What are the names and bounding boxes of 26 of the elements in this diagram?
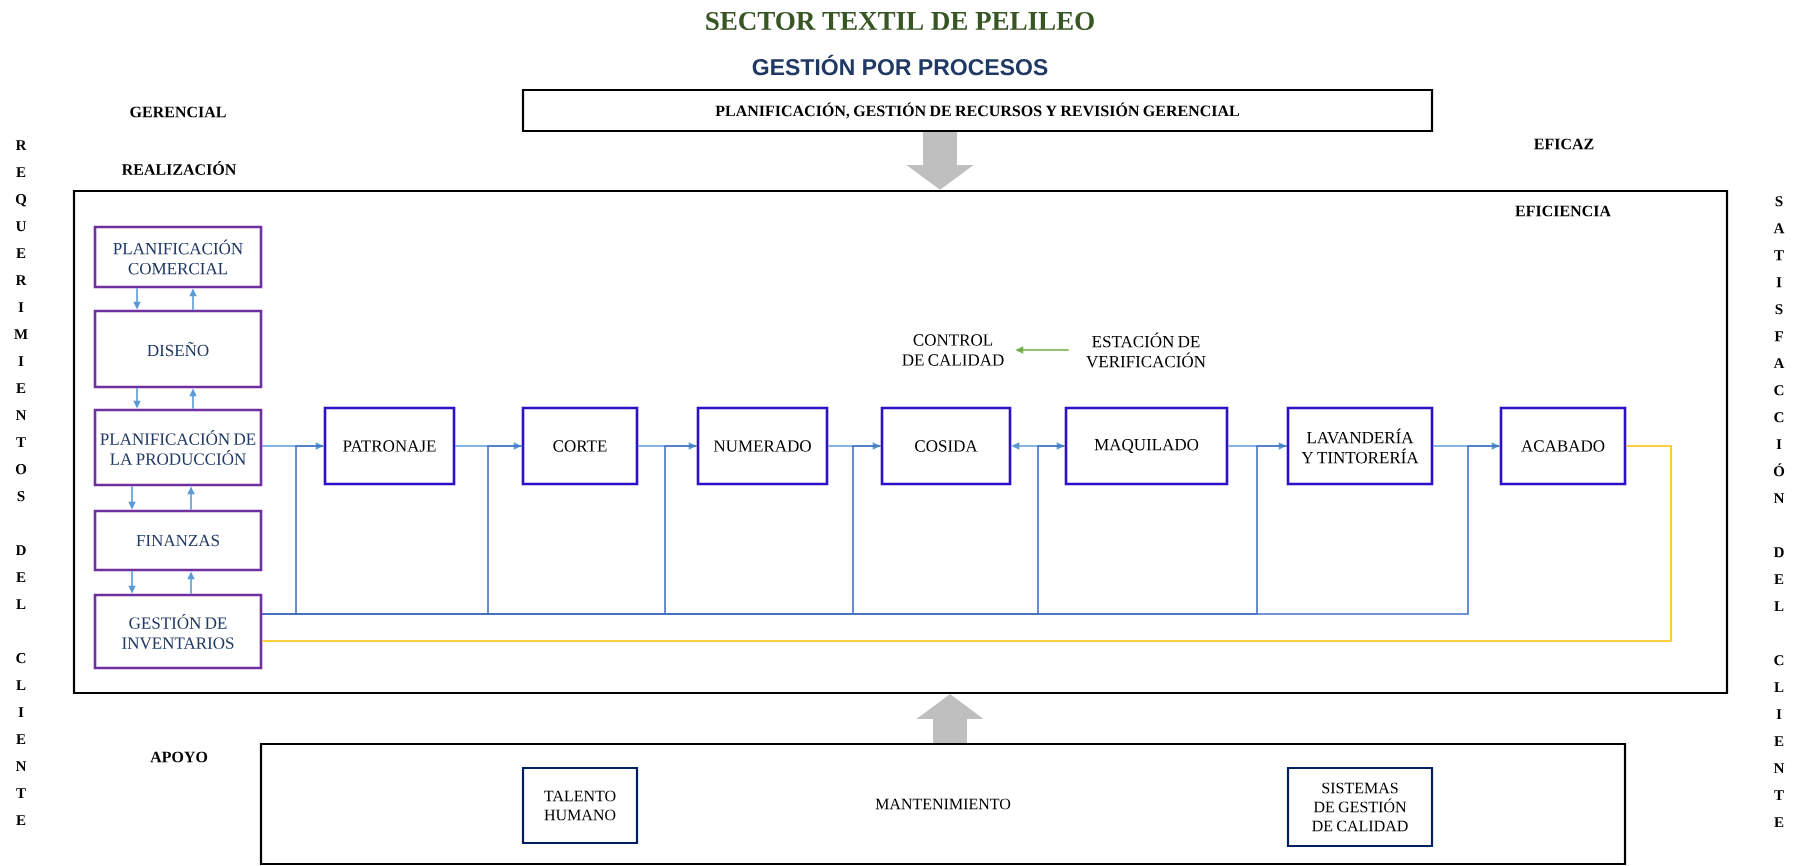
process-box: COSIDA [880,406,1012,486]
process-box: NUMERADO [696,406,829,486]
section-label: EFICAZ [1534,138,1594,150]
process-box: TALENTO HUMANO [521,766,639,845]
process-box: SISTEMAS DE GESTIÓN DE CALIDAD [1286,766,1434,848]
process-box: ACABADO [1499,406,1627,486]
section-label: APOYO [150,751,208,763]
process-box: FINANZAS [93,509,263,572]
process-box: CORTE [521,406,639,486]
connector-line [261,445,1501,615]
process-box: PLANIFICACIÓN, GESTIÓN DE RECURSOS Y REVISIÓN GERENCIAL [521,88,1434,133]
process-box: PATRONAJE [323,406,456,486]
vertical-label: SATISFACCIÓN DEL CLIENTE [1773,196,1785,828]
connector-line [261,445,1672,642]
vertical-label: REQUERIMIENTOS DEL CLIENTE [14,140,28,825]
section-label: GERENCIAL [130,106,226,118]
process-box: PLANIFICACIÓN DE LA PRODUCCIÓN [93,408,263,487]
section-label: REALIZACIÓN [121,161,237,175]
process-box: GESTIÓN DE INVENTARIOS [93,593,263,670]
title: SECTOR TEXTIL DE PELILEO [706,11,1094,31]
process-box: DISEÑO [93,309,263,389]
process-box: PLANIFICACIÓN COMERCIAL [93,225,263,289]
process-text: CONTROL DE CALIDAD [902,334,1004,366]
process-box: MAQUILADO [1064,406,1229,486]
process-text: ESTACIÓN DE VERIFICACIÓN [1086,332,1206,368]
process-box: LAVANDERÍA Y TINTORERÍA [1286,406,1434,486]
